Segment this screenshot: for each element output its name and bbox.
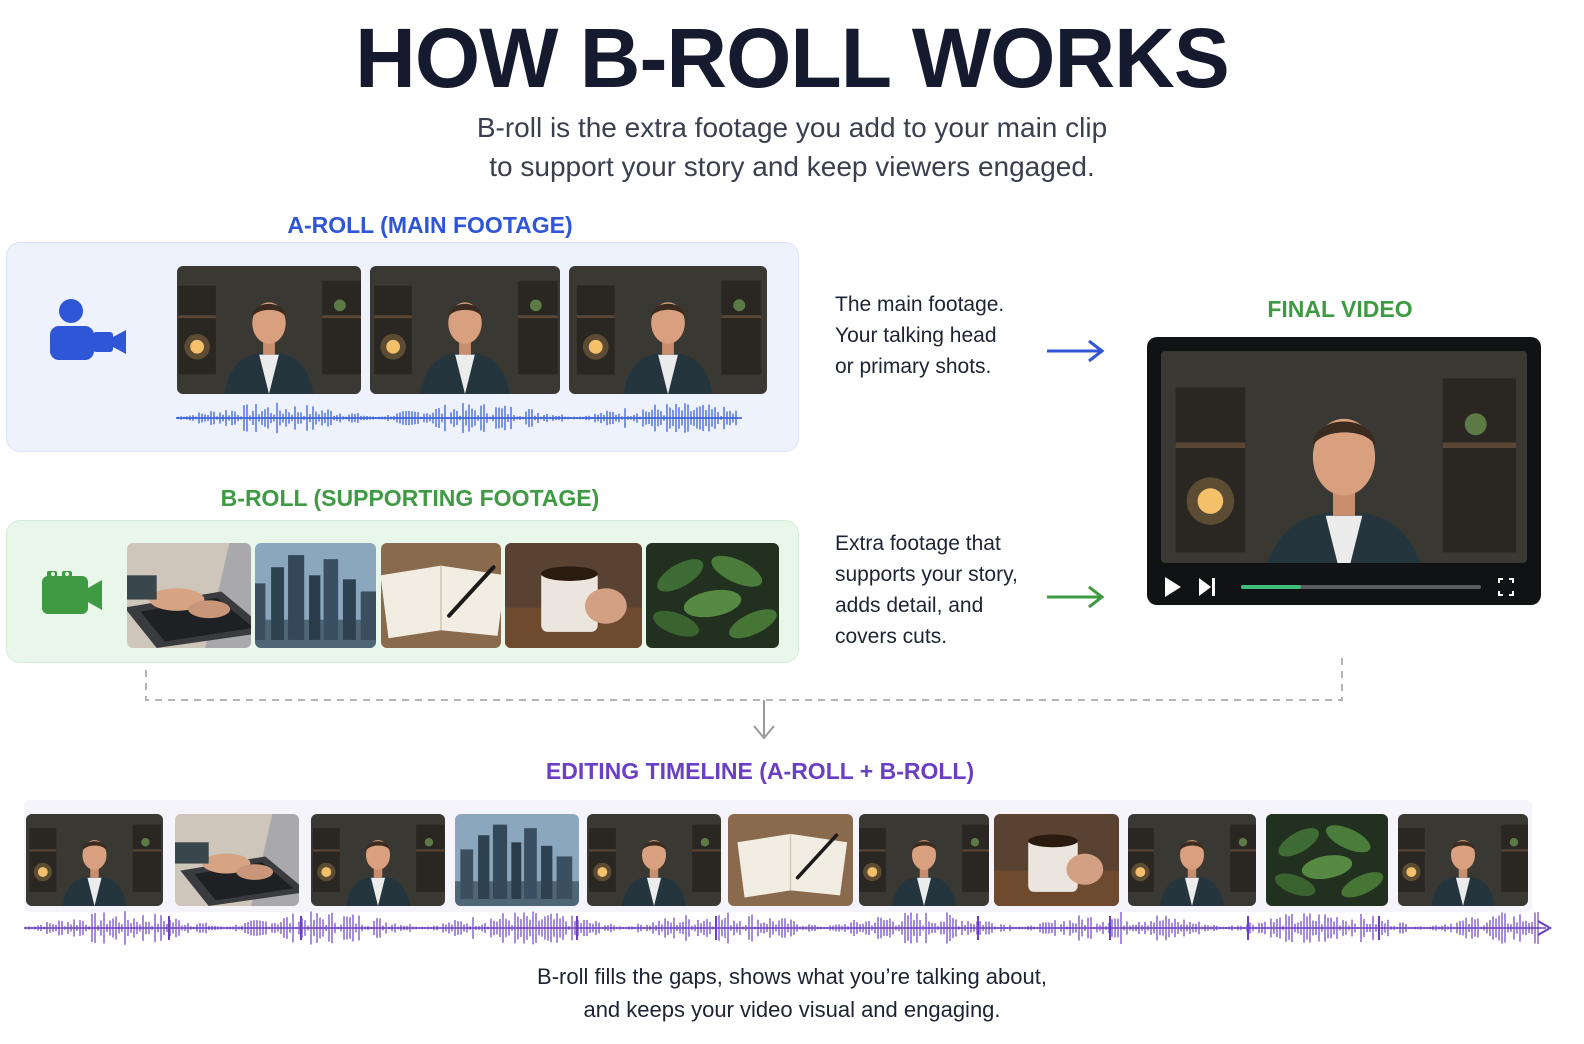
b-roll-desc-line: supports your story, (835, 563, 1018, 586)
b-roll-frame-typing-laptop (127, 543, 251, 648)
subtitle-line-2: to support your story and keep viewers e… (489, 151, 1095, 182)
a-roll-frame-talking-head (569, 266, 767, 394)
page-subtitle: B-roll is the extra footage you add to y… (0, 108, 1584, 186)
skip-next-icon (1199, 578, 1211, 596)
a-roll-waveform (176, 400, 742, 436)
merge-connector (140, 652, 1350, 744)
final-video-screen[interactable] (1161, 351, 1527, 563)
b-roll-desc-line: Extra footage that (835, 532, 1001, 555)
page-title: HOW B-ROLL WORKS (355, 11, 1230, 105)
b-roll-frame-notebook-pen (381, 543, 501, 648)
fullscreen-icon (1498, 578, 1514, 596)
a-roll-label: A-ROLL (MAIN FOOTAGE) (287, 212, 573, 238)
video-progress-track (1241, 585, 1481, 589)
play-icon (1165, 577, 1181, 597)
a-roll-frame-talking-head (177, 266, 361, 394)
footer-caption: B-roll fills the gaps, shows what you’re… (0, 960, 1584, 1026)
video-controls (1147, 569, 1541, 605)
a-roll-desc-line: or primary shots. (835, 355, 992, 378)
arrow-right-icon (1045, 584, 1107, 610)
timeline-frame-notebook-pen (728, 814, 853, 906)
timeline-frame-talking-head (1398, 814, 1528, 906)
b-roll-label: B-ROLL (SUPPORTING FOOTAGE) (220, 485, 600, 511)
timeline-frame-typing-laptop (175, 814, 299, 906)
final-video-player[interactable] (1147, 337, 1541, 605)
video-progress-fill (1241, 585, 1301, 589)
b-roll-desc-line: covers cuts. (835, 625, 948, 648)
footer-line-1: B-roll fills the gaps, shows what you’re… (537, 964, 1047, 989)
footer-line-2: and keeps your video visual and engaging… (583, 997, 1001, 1022)
timeline-frame-city-skyline (455, 814, 579, 906)
timeline-frame-coffee-mug (994, 814, 1119, 906)
timeline-label: EDITING TIMELINE (A-ROLL + B-ROLL) (545, 758, 975, 784)
timeline-frame-talking-head (311, 814, 445, 906)
b-roll-description: Extra footage that supports your story, … (835, 528, 1045, 652)
timeline-frame-talking-head (1128, 814, 1256, 906)
timeline-waveform (24, 908, 1564, 948)
a-roll-desc-line: The main footage. (835, 293, 1005, 316)
final-video-label: FINAL VIDEO (1267, 296, 1413, 322)
timeline-frame-talking-head (587, 814, 721, 906)
video-camera-icon (40, 570, 104, 616)
subtitle-line-1: B-roll is the extra footage you add to y… (476, 112, 1108, 143)
b-roll-frame-plant-leaves (646, 543, 779, 648)
b-roll-desc-line: adds detail, and (835, 594, 984, 617)
timeline-frame-plant-leaves (1266, 814, 1388, 906)
a-roll-description: The main footage. Your talking head or p… (835, 289, 1035, 382)
b-roll-frame-coffee-mug (505, 543, 642, 648)
a-roll-desc-line: Your talking head (835, 324, 997, 347)
b-roll-frame-city-skyline (255, 543, 376, 648)
person-camera-icon (48, 298, 128, 362)
timeline-frame-talking-head (26, 814, 163, 906)
timeline-frame-talking-head (859, 814, 989, 906)
arrow-right-icon (1045, 338, 1107, 364)
a-roll-frame-talking-head (370, 266, 560, 394)
